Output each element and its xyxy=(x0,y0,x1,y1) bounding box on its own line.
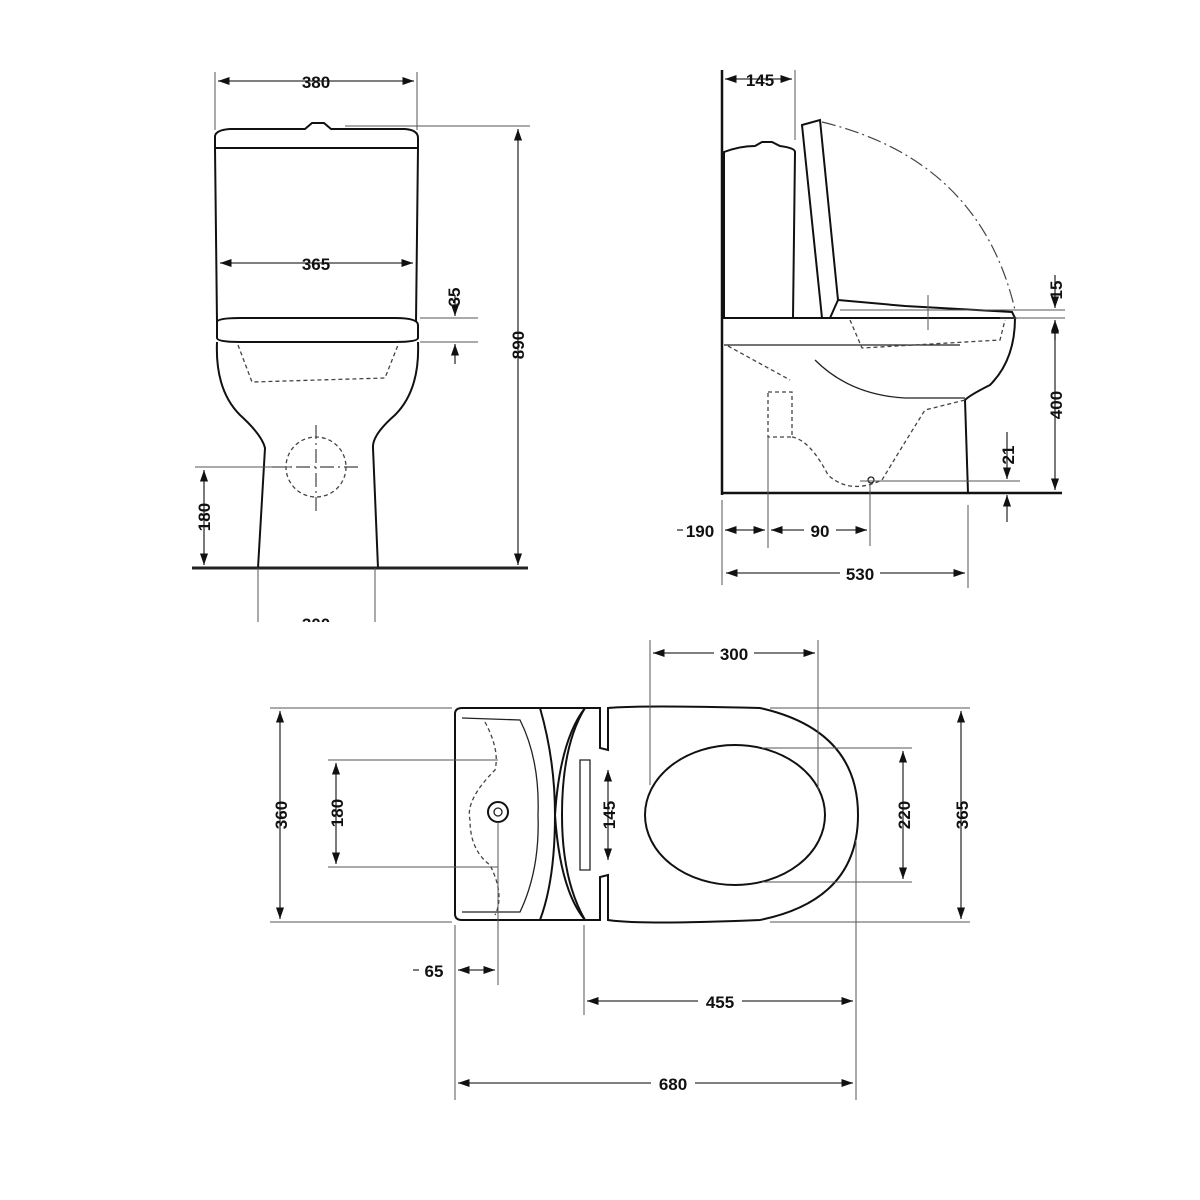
dim-inlet-offset: 65 xyxy=(425,962,444,981)
dim-seat-gap: 15 xyxy=(1047,281,1066,300)
cropped-base-dim: 300 xyxy=(302,615,330,634)
dim-total-length: 680 xyxy=(659,1075,687,1094)
dim-seat-height: 400 xyxy=(1047,391,1066,419)
dim-bowl-length: 455 xyxy=(706,993,734,1012)
dim-front-seat-width: 365 xyxy=(302,255,330,274)
dim-bowl-width: 365 xyxy=(953,801,972,829)
dim-seat-thickness: 35 xyxy=(445,288,464,307)
dim-inlet-spacing: 180 xyxy=(328,799,347,827)
dim-wall-to-outlet: 190 xyxy=(686,522,714,541)
dim-outlet-center-height: 21 xyxy=(999,446,1018,465)
top-view: 300 360 180 145 220 365 65 455 680 xyxy=(270,640,972,1100)
dim-seat-opening-width: 220 xyxy=(895,801,914,829)
front-view: 380 365 35 890 180 300 xyxy=(192,72,530,634)
dim-hinge-spacing: 145 xyxy=(600,801,619,829)
dim-seat-opening-length: 300 xyxy=(720,645,748,664)
side-view: 145 15 400 21 190 90 530 xyxy=(677,70,1066,588)
dim-front-tank-width: 380 xyxy=(302,73,330,92)
dim-outlet-height: 180 xyxy=(195,503,214,531)
dim-outlet-offset: 90 xyxy=(811,522,830,541)
dim-top-tank-width: 360 xyxy=(272,801,291,829)
dim-total-height: 890 xyxy=(509,331,528,359)
dim-base-width: 300 xyxy=(302,615,330,634)
dim-tank-depth: 145 xyxy=(746,71,774,90)
dim-total-depth: 530 xyxy=(846,565,874,584)
